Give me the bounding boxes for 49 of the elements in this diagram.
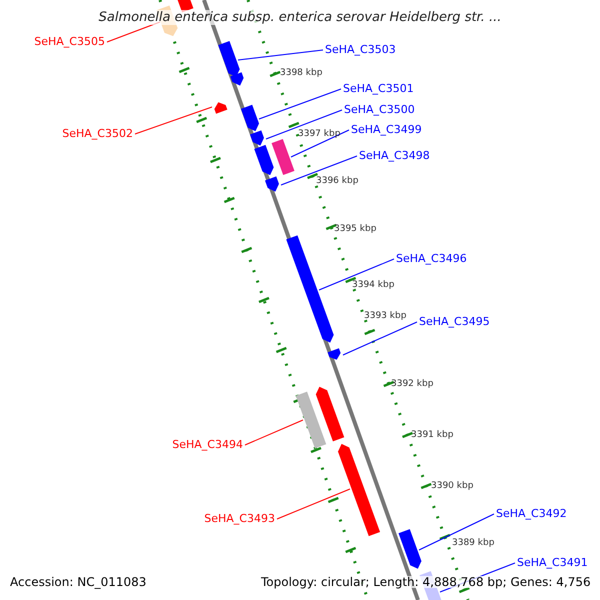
info-text: Topology: circular; Length: 4,888,768 bp; Genes: 4,756 (261, 576, 591, 588)
gene-feature (296, 392, 326, 448)
gene-label: SeHA_C3492 (496, 508, 567, 519)
gene-feature (218, 41, 240, 77)
leader-line (244, 420, 304, 446)
scale-label: 3397 kbp (298, 130, 340, 139)
leader-line (290, 130, 350, 158)
gene-feature (214, 102, 228, 114)
scale-label: 3392 kbp (391, 380, 434, 389)
gene-label: SeHA_C3505 (34, 36, 105, 47)
gene-label: SeHA_C3491 (517, 557, 588, 568)
gene-feature (398, 529, 422, 569)
leader-line (318, 258, 394, 290)
leader-line (418, 514, 494, 550)
gene-label: SeHA_C3499 (351, 124, 422, 135)
gene-label: SeHA_C3496 (396, 253, 467, 264)
gene-label: SeHA_C3502 (62, 128, 133, 139)
gene-feature (230, 72, 244, 86)
leader-line (258, 88, 342, 120)
scale-label: 3391 kbp (411, 431, 454, 440)
gene-feature (316, 386, 344, 442)
gene-feature (328, 348, 341, 360)
leader-line (280, 156, 358, 186)
gene-label: SeHA_C3495 (419, 316, 490, 327)
gene-feature (286, 235, 334, 343)
scale-label: 3394 kbp (352, 281, 394, 290)
scale-label: 3396 kbp (316, 177, 358, 186)
leader-line (266, 110, 342, 140)
gene-label: SeHA_C3493 (204, 513, 275, 524)
gene-feature (272, 138, 294, 176)
gene-feature (176, 0, 194, 12)
gene-label: SeHA_C3500 (344, 104, 415, 115)
scale-label: 3389 kbp (452, 539, 494, 548)
info-text: Accession: NC_011083 (10, 576, 146, 588)
leader-line (342, 322, 418, 356)
gene-feature (338, 444, 380, 536)
scale-label: 3395 kbp (334, 225, 376, 234)
gene-feature (264, 176, 279, 192)
gene-label: SeHA_C3503 (325, 44, 396, 55)
gene-label: SeHA_C3494 (172, 439, 243, 450)
scale-label: 3393 kbp (364, 312, 406, 321)
gene-label: SeHA_C3498 (359, 150, 430, 161)
gene-feature (250, 130, 264, 146)
scale-label: 3398 kbp (280, 69, 322, 78)
leader-line (134, 106, 212, 134)
leader-line (276, 488, 350, 520)
scale-label: 3390 kbp (431, 482, 474, 491)
gene-label: SeHA_C3501 (343, 83, 414, 94)
leader-line (238, 50, 324, 60)
